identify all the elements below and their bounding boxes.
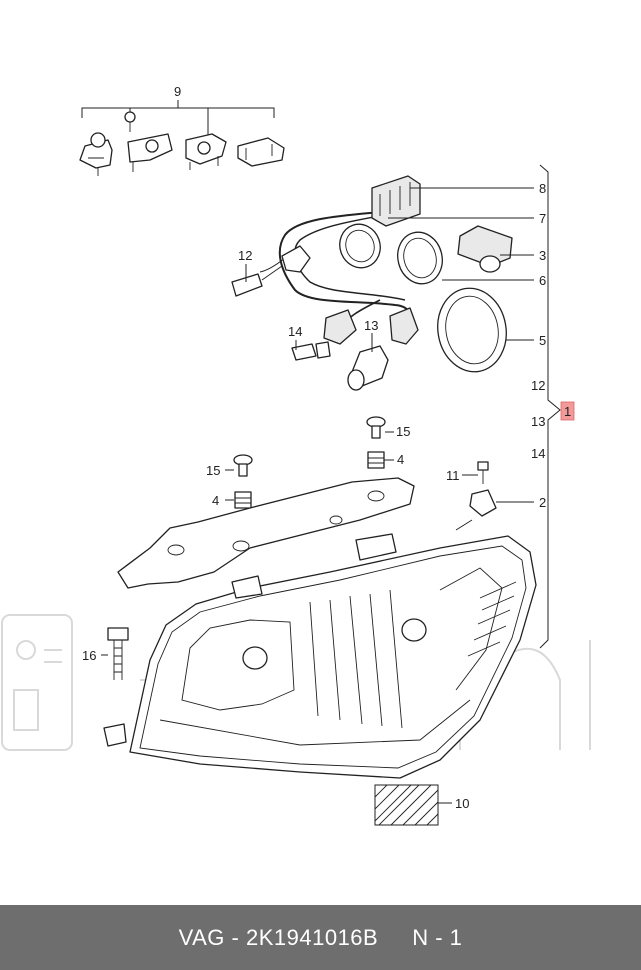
adjuster-part-d <box>237 137 285 167</box>
label-14-list: 14 <box>531 446 545 461</box>
connector-8 <box>371 175 421 227</box>
label-1: 1 <box>564 404 571 419</box>
label-8: 8 <box>539 181 546 196</box>
label-11: 11 <box>446 468 460 483</box>
footer-brand: VAG <box>178 924 225 950</box>
leader-lines <box>101 187 534 804</box>
label-12-diagram: 12 <box>238 248 252 263</box>
headlamp-housing <box>129 533 537 779</box>
seal-ring-6 <box>397 231 443 285</box>
label-2: 2 <box>539 495 546 510</box>
grommet-4-left <box>234 491 252 509</box>
bulb-13 <box>347 345 389 391</box>
label-15-right: 15 <box>396 424 410 439</box>
footer-position: N - 1 <box>412 924 463 950</box>
label-13-diagram: 13 <box>364 318 378 333</box>
footer-part-number: 2K1941016B <box>245 924 379 950</box>
label-5: 5 <box>539 333 546 348</box>
label-15-left: 15 <box>206 463 220 478</box>
parts-diagram: 9 8 7 3 6 5 12 14 13 12 13 14 1 15 4 15 … <box>1 84 591 826</box>
screw-16 <box>103 627 129 747</box>
label-4-left: 4 <box>212 493 219 508</box>
sidelight-socket-12 <box>231 245 311 297</box>
label-9: 9 <box>174 84 181 99</box>
label-16: 16 <box>82 648 96 663</box>
footer-separator: - <box>231 924 240 950</box>
adjuster-motor-3 <box>457 225 513 273</box>
part-10-swatch <box>374 784 439 826</box>
wiring-harness <box>259 209 413 331</box>
highlight-box <box>560 401 575 421</box>
screw-15-left <box>233 454 253 477</box>
mounting-bracket <box>117 477 415 589</box>
screw-15-right <box>366 416 386 439</box>
bulb-14 <box>291 341 331 361</box>
label-3: 3 <box>539 248 546 263</box>
label-14-diagram: 14 <box>288 324 302 339</box>
adjuster-part-c <box>185 133 227 170</box>
footer-bar: VAG - 2K1941016B N - 1 <box>0 905 641 970</box>
adjuster-part-a <box>79 132 113 176</box>
grommet-4-right <box>367 451 385 469</box>
cover-cap-5 <box>437 287 507 373</box>
screw-11 <box>477 461 489 484</box>
assembly-bracket <box>539 164 561 649</box>
label-6: 6 <box>539 273 546 288</box>
label-10: 10 <box>455 796 469 811</box>
label-12-list: 12 <box>531 378 545 393</box>
label-7: 7 <box>539 211 546 226</box>
seal-ring-7 <box>339 223 381 269</box>
clip-2 <box>455 489 497 531</box>
socket-assembly <box>323 307 419 345</box>
group-9-leader <box>81 100 275 138</box>
adjuster-part-b <box>124 111 173 172</box>
label-13-list: 13 <box>531 414 545 429</box>
label-4-right: 4 <box>397 452 404 467</box>
